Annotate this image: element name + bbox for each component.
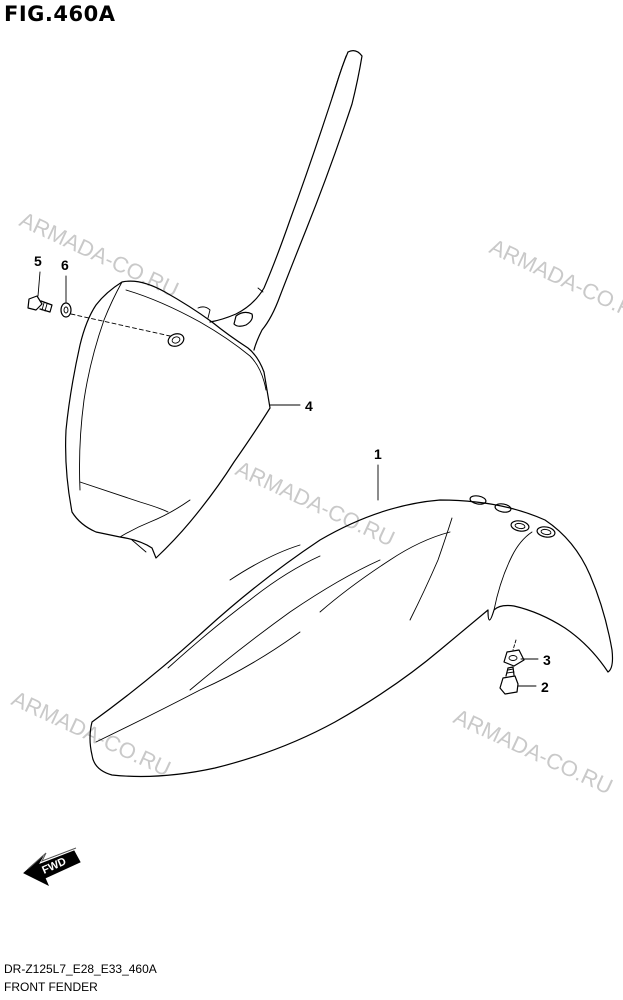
bolt-part-5 xyxy=(27,295,53,313)
figure-title: FIG.460A xyxy=(4,2,116,26)
leader-lines xyxy=(37,271,539,687)
callout-5: 5 xyxy=(34,253,42,269)
number-plate xyxy=(65,50,363,559)
bolt-part-2 xyxy=(499,666,519,695)
diagram-code: DR-Z125L7_E28_E33_460A xyxy=(4,962,157,976)
callout-1: 1 xyxy=(374,446,382,462)
nut-part-3 xyxy=(503,639,525,667)
watermark-3: ARMADA-CO.RU xyxy=(232,456,399,551)
callout-3: 3 xyxy=(543,652,551,668)
callout-4: 4 xyxy=(305,398,313,414)
front-fender xyxy=(89,495,614,778)
callouts: 1 2 3 4 5 6 xyxy=(34,253,551,695)
watermarks: ARMADA-CO.RU ARMADA-CO.RU ARMADA-CO.RU A… xyxy=(8,207,623,799)
watermark-4: ARMADA-CO.RU xyxy=(8,686,175,781)
callout-6: 6 xyxy=(61,257,69,273)
watermark-2: ARMADA-CO.RU xyxy=(486,234,623,329)
callout-2: 2 xyxy=(541,679,549,695)
section-name: FRONT FENDER xyxy=(4,980,98,994)
fwd-arrow-icon: FWD xyxy=(23,847,81,887)
watermark-5: ARMADA-CO.RU xyxy=(450,704,617,799)
washer-part-6 xyxy=(60,302,171,337)
